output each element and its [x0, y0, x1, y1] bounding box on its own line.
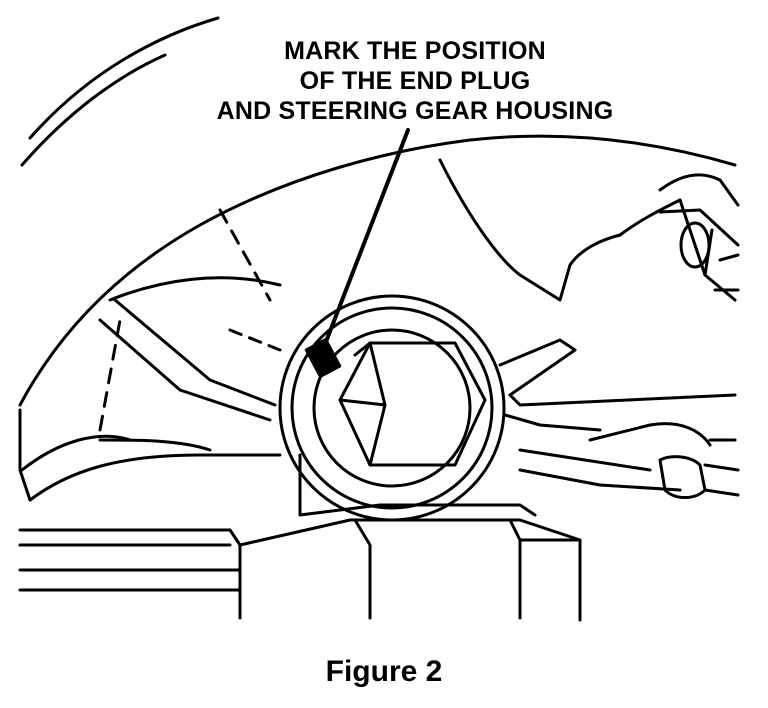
leader-line [320, 128, 410, 354]
lower-shaft [18, 453, 582, 622]
position-mark [304, 338, 342, 378]
callout-line-2: OF THE END PLUG [299, 67, 531, 95]
callout-line-3: AND STEERING GEAR HOUSING [216, 97, 614, 125]
end-plug [278, 294, 506, 522]
callout-label: MARK THE POSITION OF THE END PLUG AND ST… [150, 36, 680, 126]
housing-right-arm [498, 338, 740, 499]
figure-caption: Figure 2 [325, 655, 443, 688]
housing-outer-arcs [20, 16, 220, 167]
callout-line-1: MARK THE POSITION [284, 37, 546, 65]
housing-body [18, 134, 740, 502]
